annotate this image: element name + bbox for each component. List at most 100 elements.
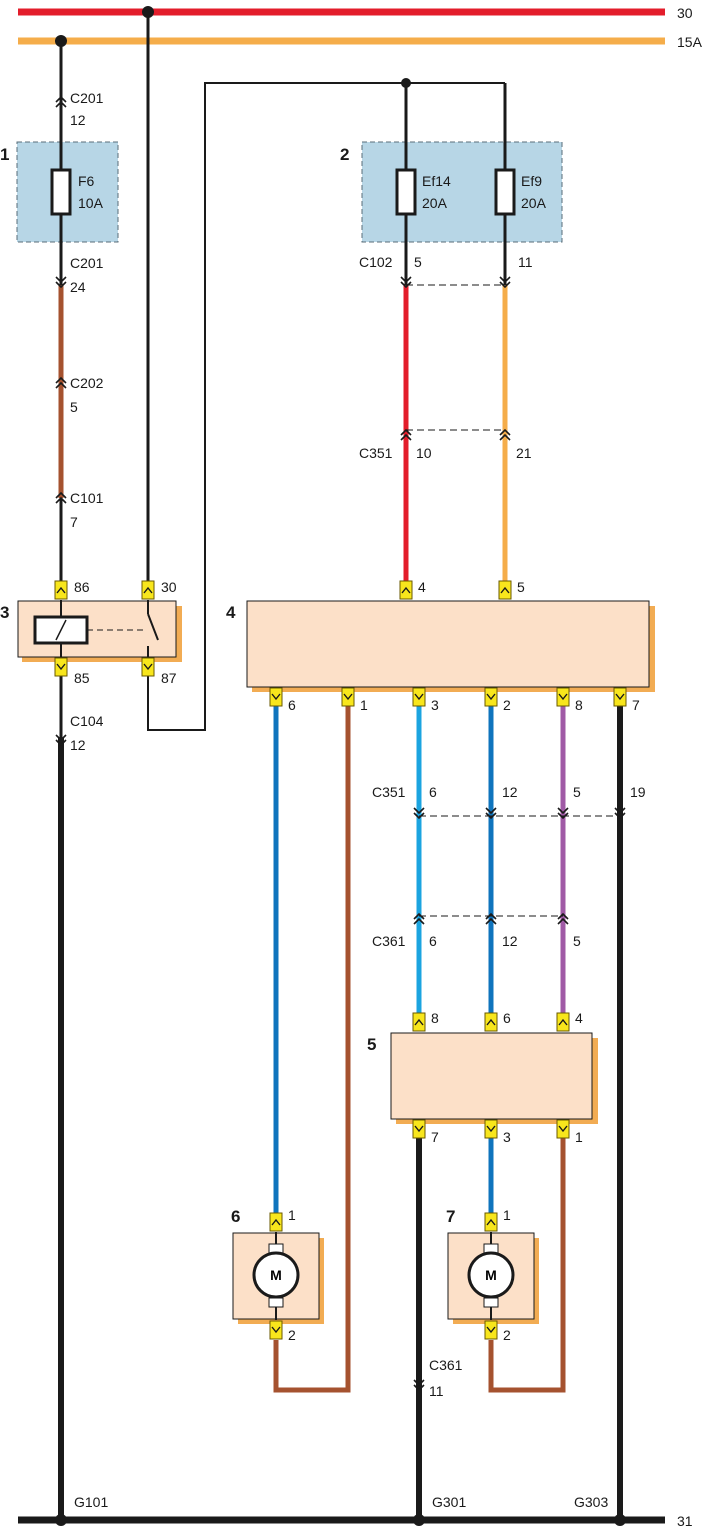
motor-7-pin-2-label: 2 [503, 1327, 511, 1343]
rail-31-label: 31 [677, 1513, 693, 1529]
motor-7-pin-2 [484, 1320, 498, 1340]
m5-pin-6-label: 6 [503, 1010, 511, 1026]
junction-g303 [614, 1514, 626, 1526]
m4-pin-1 [341, 687, 355, 707]
label-c351-top-pin-21: 21 [516, 445, 532, 461]
c104-chevron [55, 734, 67, 747]
fuse-ef14-name: Ef14 [422, 173, 451, 189]
component-3-number: 3 [0, 603, 9, 622]
fuse-ef14-rating: 20A [422, 195, 448, 211]
c102-ef14-chevron [400, 276, 412, 289]
label-c361-mid-pin-5: 5 [573, 933, 581, 949]
pin-85-label: 85 [74, 670, 90, 686]
c361-violet-chevron [557, 912, 569, 925]
ground-g303-label: G303 [574, 1494, 608, 1510]
relay-pin-87 [141, 657, 155, 677]
m4-pin-2 [484, 687, 498, 707]
fuse-f6-name: F6 [78, 173, 95, 189]
motor-6-m: M [270, 1267, 282, 1283]
fuse-ef9 [494, 168, 516, 216]
c361-lightblue-chevron [413, 912, 425, 925]
pin-30-label: 30 [161, 579, 177, 595]
fuse-f6-rating: 10A [78, 195, 104, 211]
fuse-ef9-name: Ef9 [521, 173, 542, 189]
m4-pin-1-label: 1 [360, 697, 368, 713]
label-c201-top: C201 [70, 90, 104, 106]
rail-30-label: 30 [677, 5, 693, 21]
m4-pin-2-label: 2 [503, 697, 511, 713]
m5-pin-7-label: 7 [431, 1129, 439, 1145]
m4-pin-7 [613, 687, 627, 707]
label-c361-mid: C361 [372, 933, 406, 949]
label-c351-mid-pin-19: 19 [630, 784, 646, 800]
c351-darkblue-chevron [485, 807, 497, 820]
m5-pin-3-label: 3 [503, 1129, 511, 1145]
m4-pin-4-label: 4 [418, 579, 426, 595]
m5-pin-1-label: 1 [575, 1129, 583, 1145]
label-c351-mid-pin-12: 12 [502, 784, 518, 800]
relay-pin-86 [54, 580, 68, 600]
junction-30 [142, 6, 154, 18]
c361-black-chevron [413, 1379, 425, 1392]
label-c201-bottom: C201 [70, 255, 104, 271]
motor-7-m: M [485, 1267, 497, 1283]
motor-6-brush-bottom [268, 1297, 284, 1308]
label-c351-top: C351 [359, 445, 393, 461]
m5-pin-4-label: 4 [575, 1010, 583, 1026]
junction-bus [401, 78, 411, 88]
m4-pin-8-label: 8 [575, 697, 583, 713]
c361-darkblue-chevron [485, 912, 497, 925]
m5-pin-3 [484, 1119, 498, 1139]
junction-15a [55, 35, 67, 47]
fuse-ef9-rating: 20A [521, 195, 547, 211]
label-c351-mid-pin-6: 6 [429, 784, 437, 800]
label-c202-pin: 5 [70, 399, 78, 415]
c201-top-chevron [55, 95, 67, 108]
label-c202: C202 [70, 375, 104, 391]
relay-switch-blade [147, 613, 159, 641]
label-c361-mid-pin-12: 12 [502, 933, 518, 949]
m5-pin-6 [484, 1012, 498, 1032]
component-2-number: 2 [340, 145, 349, 164]
motor-6-pin-2-label: 2 [288, 1327, 296, 1343]
m4-pin-6-label: 6 [288, 697, 296, 713]
label-c104: C104 [70, 713, 104, 729]
label-c361-bottom-pin: 11 [429, 1383, 444, 1399]
motor-6-pin-1-label: 1 [288, 1207, 296, 1223]
pin-87-label: 87 [161, 670, 177, 686]
c201-bottom-chevron [55, 276, 67, 289]
m5-pin-4 [556, 1012, 570, 1032]
motor-7-icon [467, 1251, 515, 1299]
label-c104-pin: 12 [70, 737, 86, 753]
component-6-number: 6 [231, 1207, 240, 1226]
c351-lightblue-chevron [413, 807, 425, 820]
rail-15a-label: 15A [677, 34, 703, 50]
motor-7-pin-1-label: 1 [503, 1207, 511, 1223]
m4-pin-6 [269, 687, 283, 707]
motor-6-icon [252, 1251, 300, 1299]
wire-relay-87-loop [147, 82, 406, 731]
label-c102-pin-5: 5 [414, 254, 422, 270]
c101-chevron [55, 491, 67, 504]
fuse-ef14 [395, 168, 417, 216]
pin-terminals [54, 580, 627, 1340]
module-5-box [390, 1032, 593, 1120]
component-4-number: 4 [226, 603, 236, 622]
junction-g301 [413, 1514, 425, 1526]
label-c361-bottom: C361 [429, 1357, 463, 1373]
m5-pin-8-label: 8 [431, 1010, 439, 1026]
label-c201-bottom-pin: 24 [70, 279, 86, 295]
label-c101: C101 [70, 490, 104, 506]
c351-violet-chevron [557, 807, 569, 820]
ground-g101-label: G101 [74, 1494, 108, 1510]
m4-pin-8 [556, 687, 570, 707]
motor-6-pin-1 [269, 1212, 283, 1232]
label-c361-mid-pin-6: 6 [429, 933, 437, 949]
m4-pin-7-label: 7 [632, 697, 640, 713]
c202-chevron [55, 376, 67, 389]
inline-connectors [55, 95, 626, 1392]
label-c102-pin-11: 11 [518, 254, 533, 270]
relay-box-3 [17, 600, 177, 658]
fuse-box-2 [361, 141, 563, 243]
